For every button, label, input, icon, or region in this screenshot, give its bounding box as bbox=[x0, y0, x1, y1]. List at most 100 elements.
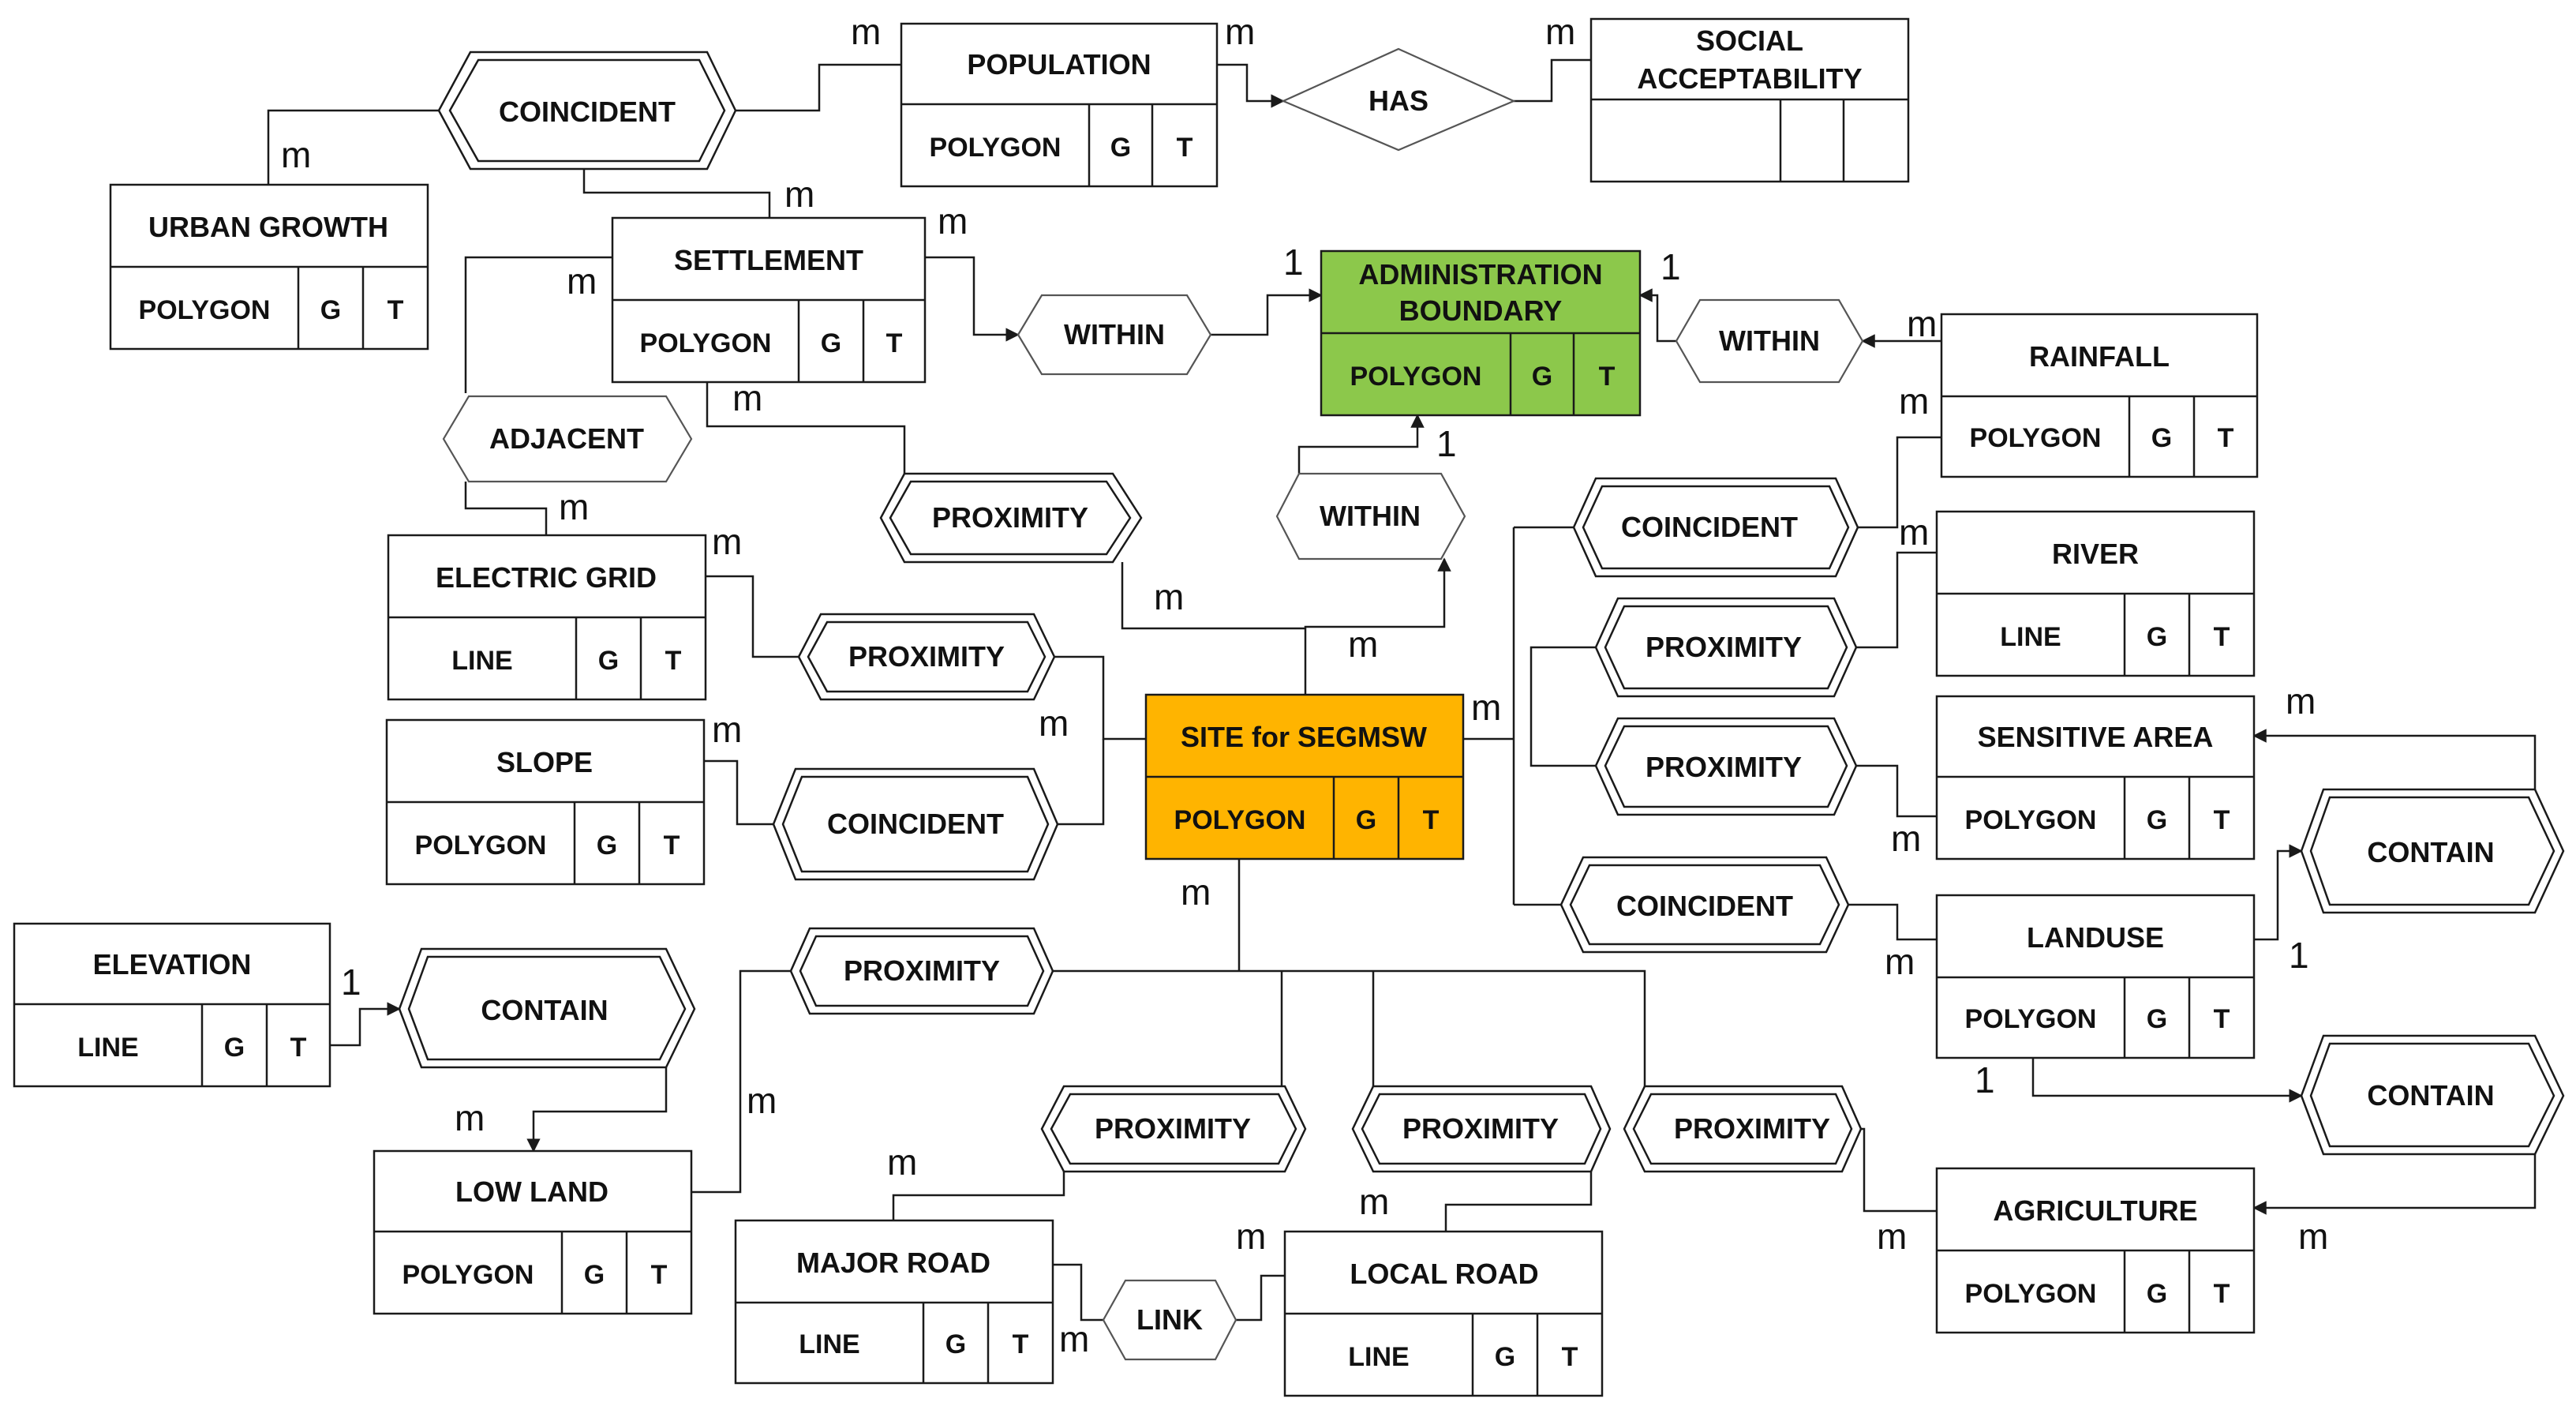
card-m: m bbox=[1039, 703, 1069, 744]
card-1: 1 bbox=[2289, 935, 2309, 976]
connector-bus-proximity-sensitive bbox=[1530, 739, 1596, 767]
entity-sensitive-area[interactable]: SENSITIVE AREA POLYGON G T bbox=[1935, 695, 2256, 860]
relationship-label: PROXIMITY bbox=[1646, 751, 1802, 783]
relationship-proximity-river[interactable]: PROXIMITY bbox=[1594, 597, 1858, 698]
connector-bottom-bus bbox=[1053, 969, 1646, 1086]
card-m: m bbox=[1154, 576, 1184, 617]
card-m: m bbox=[1891, 818, 1921, 859]
entity-low-land[interactable]: LOW LAND POLYGON G T bbox=[373, 1149, 693, 1315]
connector-major-link bbox=[1053, 1263, 1103, 1322]
relationship-label: PROXIMITY bbox=[1402, 1112, 1559, 1145]
relationship-label: COINCIDENT bbox=[499, 96, 676, 128]
g-attribute: G bbox=[821, 328, 841, 358]
card-1: 1 bbox=[1661, 246, 1681, 287]
t-attribute: T bbox=[1177, 133, 1193, 163]
relationship-label: CONTAIN bbox=[2367, 836, 2494, 868]
relationship-proximity-local[interactable]: PROXIMITY bbox=[1351, 1085, 1612, 1173]
geometry-type: POLYGON bbox=[402, 1260, 534, 1290]
relationship-proximity-agriculture[interactable]: PROXIMITY bbox=[1623, 1085, 1863, 1173]
entity-rainfall[interactable]: RAINFALL POLYGON G T bbox=[1940, 313, 2259, 478]
geometry-type: POLYGON bbox=[1965, 805, 2097, 835]
geometry-type: POLYGON bbox=[1174, 805, 1306, 835]
g-attribute: G bbox=[2147, 1279, 2167, 1309]
t-attribute: T bbox=[290, 1033, 307, 1063]
t-attribute: T bbox=[2214, 622, 2230, 652]
t-attribute: T bbox=[2214, 1004, 2230, 1034]
connector-adjacent-electric bbox=[464, 482, 548, 535]
t-attribute: T bbox=[2214, 1279, 2230, 1309]
relationship-label: LINK bbox=[1136, 1303, 1203, 1336]
entity-major-road[interactable]: MAJOR ROAD LINE G T bbox=[734, 1219, 1054, 1385]
entity-title-line1: SOCIAL bbox=[1696, 24, 1803, 57]
card-m: m bbox=[1545, 11, 1575, 52]
entity-river[interactable]: RIVER LINE G T bbox=[1935, 510, 2256, 677]
card-m: m bbox=[1907, 303, 1937, 344]
relationship-label: COINCIDENT bbox=[1621, 511, 1798, 543]
card-1: 1 bbox=[1975, 1059, 1995, 1100]
relationship-label: CONTAIN bbox=[481, 994, 608, 1026]
relationship-has[interactable]: HAS bbox=[1281, 47, 1516, 152]
connector-has-social bbox=[1514, 58, 1591, 103]
g-attribute: G bbox=[1356, 805, 1376, 835]
relationship-link[interactable]: LINK bbox=[1102, 1279, 1237, 1361]
relationship-contain-sensitive[interactable]: CONTAIN bbox=[2300, 788, 2565, 914]
card-m: m bbox=[784, 174, 814, 215]
g-attribute: G bbox=[224, 1033, 245, 1063]
connector-elevation-contain bbox=[330, 1002, 401, 1047]
relationship-coincident-top[interactable]: COINCIDENT bbox=[437, 51, 737, 171]
geometry-type: POLYGON bbox=[139, 295, 271, 325]
t-attribute: T bbox=[665, 646, 682, 676]
entity-local-road[interactable]: LOCAL ROAD LINE G T bbox=[1283, 1230, 1604, 1397]
relationship-adjacent[interactable]: ADJACENT bbox=[442, 395, 693, 483]
relationship-coincident-rainfall[interactable]: COINCIDENT bbox=[1572, 477, 1859, 578]
relationship-within-settlement[interactable]: WITHIN bbox=[1017, 294, 1212, 376]
t-attribute: T bbox=[1423, 805, 1440, 835]
geometry-type: POLYGON bbox=[415, 830, 547, 860]
entity-landuse[interactable]: LANDUSE POLYGON G T bbox=[1935, 894, 2256, 1059]
entity-title: SLOPE bbox=[496, 746, 593, 778]
connector-contain-lowland bbox=[526, 1067, 668, 1153]
connector-landuse-contain-agri bbox=[2031, 1058, 2303, 1103]
entity-social-acceptability[interactable]: SOCIAL ACCEPTABILITY bbox=[1589, 17, 1910, 183]
card-m: m bbox=[1059, 1318, 1089, 1359]
entity-title: MAJOR ROAD bbox=[796, 1247, 990, 1279]
relationship-coincident-landuse[interactable]: COINCIDENT bbox=[1559, 856, 1850, 954]
entity-settlement[interactable]: SETTLEMENT POLYGON G T bbox=[611, 216, 927, 384]
relationship-contain-agriculture[interactable]: CONTAIN bbox=[2300, 1034, 2565, 1156]
relationship-proximity-settlement[interactable]: PROXIMITY bbox=[879, 472, 1143, 564]
relationship-proximity-major[interactable]: PROXIMITY bbox=[1040, 1085, 1307, 1173]
relationship-label: PROXIMITY bbox=[1646, 631, 1802, 663]
relationship-contain-elevation[interactable]: CONTAIN bbox=[398, 947, 696, 1069]
geometry-type: LINE bbox=[451, 646, 512, 676]
entity-elevation[interactable]: ELEVATION LINE G T bbox=[13, 922, 331, 1088]
entity-slope[interactable]: SLOPE POLYGON G T bbox=[385, 718, 706, 886]
relationship-within-rainfall[interactable]: WITHIN bbox=[1675, 298, 1864, 384]
connector-lowland-proximity bbox=[691, 969, 791, 1194]
relationship-within-site[interactable]: WITHIN bbox=[1275, 472, 1466, 561]
card-m: m bbox=[455, 1097, 485, 1138]
entity-urban-growth[interactable]: URBAN GROWTH POLYGON G T bbox=[109, 183, 429, 351]
entity-agriculture[interactable]: AGRICULTURE POLYGON G T bbox=[1935, 1167, 2256, 1334]
entity-title: LANDUSE bbox=[2027, 921, 2164, 954]
t-attribute: T bbox=[2214, 805, 2230, 835]
connector-within-admin bbox=[1211, 288, 1323, 336]
entity-title: SETTLEMENT bbox=[674, 244, 863, 276]
relationship-proximity-sensitive[interactable]: PROXIMITY bbox=[1594, 717, 1858, 816]
connector-coincident-landuse bbox=[1848, 903, 1937, 941]
entity-title: POPULATION bbox=[967, 48, 1151, 81]
card-m: m bbox=[1899, 512, 1929, 553]
relationship-proximity-lowland[interactable]: PROXIMITY bbox=[789, 927, 1054, 1015]
connectors bbox=[267, 58, 2537, 1322]
entity-population[interactable]: POPULATION POLYGON G T bbox=[900, 22, 1219, 188]
entity-site-for-segmsw[interactable]: SITE for SEGMSW POLYGON G T bbox=[1144, 693, 1465, 860]
card-m: m bbox=[567, 261, 597, 302]
connector-population-coincident bbox=[736, 63, 901, 112]
relationship-coincident-slope[interactable]: COINCIDENT bbox=[772, 767, 1059, 881]
entity-electric-grid[interactable]: ELECTRIC GRID LINE G T bbox=[387, 534, 707, 701]
entity-title: SENSITIVE AREA bbox=[1978, 721, 2214, 753]
entity-title: RAINFALL bbox=[2029, 340, 2170, 373]
relationship-proximity-electric[interactable]: PROXIMITY bbox=[797, 613, 1056, 701]
geometry-type: POLYGON bbox=[640, 328, 772, 358]
entity-administration-boundary[interactable]: ADMINISTRATION BOUNDARY POLYGON G T bbox=[1320, 249, 1642, 417]
